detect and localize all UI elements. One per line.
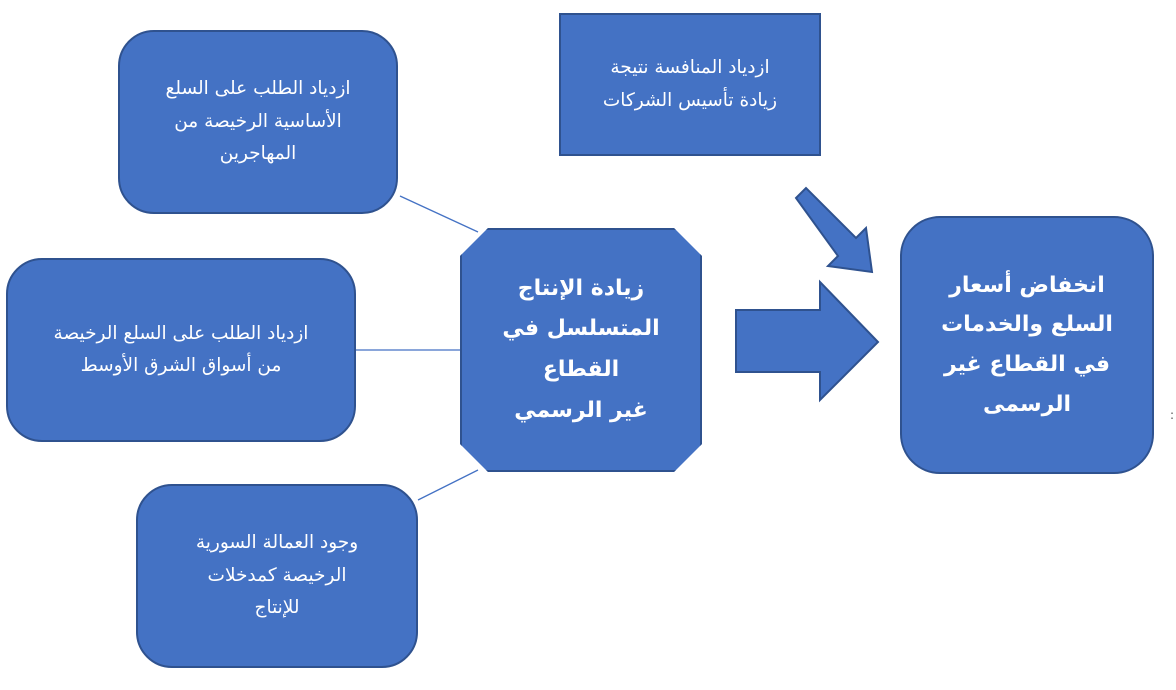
node-demand-migrants: ازدياد الطلب على السلع الأساسية الرخيصة …	[118, 30, 398, 214]
big-right-arrow	[735, 279, 880, 403]
node-demand-migrants-text: ازدياد الطلب على السلع الأساسية الرخيصة …	[165, 78, 351, 165]
connector-migrants-to-center	[399, 195, 479, 233]
node-competition-text: ازدياد المنافسة نتيجة زيادة تأسيس الشركا…	[602, 57, 778, 111]
node-syrian-labor: وجود العمالة السورية الرخيصة كمدخلات للإ…	[136, 484, 418, 668]
margin-mark: :	[1169, 408, 1174, 422]
node-competition: ازدياد المنافسة نتيجة زيادة تأسيس الشركا…	[559, 13, 821, 156]
node-demand-middle-east: ازدياد الطلب على السلع الرخيصة من أسواق …	[6, 258, 356, 442]
diagonal-arrow	[794, 186, 874, 274]
node-result-price-decrease: انخفاض أسعار السلع والخدمات في القطاع غي…	[900, 216, 1154, 474]
node-demand-middle-east-text: ازدياد الطلب على السلع الرخيصة من أسواق …	[53, 322, 309, 376]
node-syrian-labor-text: وجود العمالة السورية الرخيصة كمدخلات للإ…	[195, 532, 359, 619]
node-center-increase-production: زيادة الإنتاج المتسلسل في القطاع غير الر…	[460, 228, 702, 472]
node-center-text: زيادة الإنتاج المتسلسل في القطاع غير الر…	[502, 275, 660, 423]
connector-syrian-labor-to-center	[417, 469, 479, 501]
node-result-text: انخفاض أسعار السلع والخدمات في القطاع غي…	[941, 272, 1113, 417]
